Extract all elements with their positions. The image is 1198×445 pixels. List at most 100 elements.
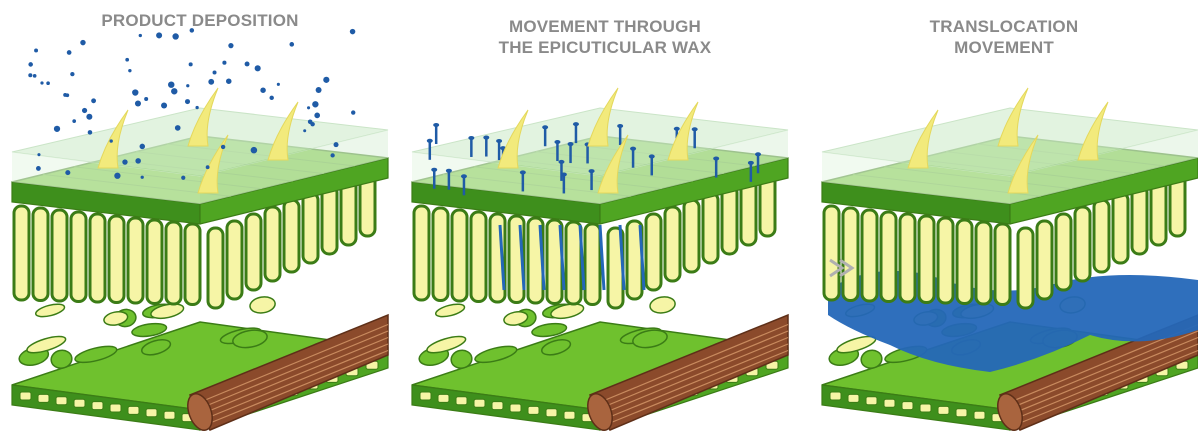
droplet	[28, 62, 33, 67]
vein-stripe	[1013, 336, 1198, 414]
trichome	[1007, 134, 1039, 194]
upper-epidermis-side	[1009, 157, 1198, 225]
leaf-cross-section-diagram	[821, 87, 1198, 431]
panel-title: MOVEMENT THROUGH THE EPICUTICULAR WAX	[400, 16, 810, 58]
droplet	[208, 78, 215, 85]
palisade-cell	[682, 198, 701, 274]
droplet	[109, 139, 113, 143]
droplet	[433, 123, 440, 128]
palisade-cell	[564, 220, 583, 306]
droplet	[244, 61, 250, 67]
droplet	[174, 125, 181, 131]
droplet	[351, 110, 356, 115]
droplet	[156, 32, 163, 39]
lower-cell	[545, 408, 558, 418]
vein-stripe	[203, 336, 389, 414]
panel-movement-through-wax: MOVEMENT THROUGH THE EPICUTICULAR WAX	[400, 0, 810, 445]
lower-cell	[163, 410, 176, 420]
droplet	[542, 125, 549, 130]
droplet	[138, 33, 142, 38]
vein-stripe	[1019, 349, 1198, 424]
palisade-cell	[145, 218, 164, 305]
droplet	[222, 60, 227, 65]
spongy-cell	[150, 303, 185, 320]
droplet	[630, 146, 637, 151]
droplet	[330, 153, 335, 158]
droplet	[269, 95, 274, 101]
palisade-cell	[1130, 184, 1149, 256]
droplet	[307, 106, 311, 110]
droplet	[128, 68, 132, 73]
droplet	[260, 87, 266, 93]
wax-layer-front	[12, 152, 200, 204]
lower-cell	[919, 403, 932, 413]
droplet	[70, 71, 75, 77]
lower-cell	[455, 396, 468, 406]
spongy-cell	[550, 303, 585, 320]
intercellular-channel	[538, 224, 546, 291]
lower-cell	[419, 391, 432, 401]
palisade-cell	[282, 198, 301, 274]
droplet	[349, 28, 356, 35]
palisade-cell	[1054, 212, 1073, 292]
lower-cell	[73, 398, 86, 408]
wax-layer-side	[1010, 130, 1198, 204]
droplet	[72, 119, 77, 123]
spongy-cell	[34, 303, 66, 318]
droplet	[80, 39, 86, 46]
droplet	[53, 125, 61, 132]
palisade-cell	[183, 222, 202, 306]
spongy-cell	[531, 322, 568, 338]
lower-cell	[19, 391, 32, 401]
palisade-cell	[860, 208, 879, 303]
chevron-right-icon	[829, 258, 845, 278]
trichome	[97, 109, 129, 169]
droplet	[205, 165, 210, 170]
droplet	[65, 170, 71, 176]
trichome	[907, 109, 939, 169]
palisade-cell	[450, 208, 469, 303]
droplet	[468, 135, 475, 140]
palisade-cell	[644, 212, 663, 292]
chevron-right-icon	[839, 258, 855, 278]
vein-stripe	[600, 330, 789, 409]
leaf-block	[11, 28, 389, 431]
vein-stripe	[1016, 343, 1198, 419]
droplet	[181, 175, 186, 180]
trichome	[997, 87, 1029, 147]
droplet	[139, 143, 146, 150]
droplet	[314, 112, 321, 119]
droplet	[171, 88, 178, 95]
palisade-cell	[69, 210, 88, 303]
droplet	[310, 121, 315, 127]
droplet	[254, 65, 261, 72]
palisade-cell	[244, 212, 263, 292]
intercellular-channel	[518, 224, 526, 291]
droplet	[135, 158, 141, 164]
lower-cell	[91, 401, 104, 411]
lower-cell	[973, 410, 986, 420]
droplet	[63, 92, 68, 97]
droplet	[28, 73, 33, 78]
droplet	[37, 153, 41, 157]
spongy-cell	[131, 322, 168, 338]
spongy-cell	[141, 339, 172, 356]
droplet	[189, 28, 195, 33]
lower-cell	[509, 403, 522, 413]
wax-layer-side	[200, 130, 388, 204]
palisade-cell	[841, 206, 860, 302]
panel-title-line: MOVEMENT THROUGH	[508, 17, 702, 36]
droplet	[460, 174, 467, 179]
panel-title-line: TRANSLOCATION	[929, 17, 1079, 36]
leaf-cross-section-diagram	[11, 28, 389, 431]
droplet	[276, 82, 280, 86]
wax-layer-front	[822, 152, 1010, 204]
panel-title: TRANSLOCATION MOVEMENT	[810, 16, 1198, 58]
intercellular-channel	[558, 224, 566, 291]
droplet	[125, 57, 130, 62]
palisade-cell	[701, 191, 720, 265]
droplet	[86, 113, 93, 120]
vein-stripe	[206, 343, 389, 419]
palisade-cell	[993, 222, 1012, 306]
vein-stripe	[1010, 330, 1198, 409]
